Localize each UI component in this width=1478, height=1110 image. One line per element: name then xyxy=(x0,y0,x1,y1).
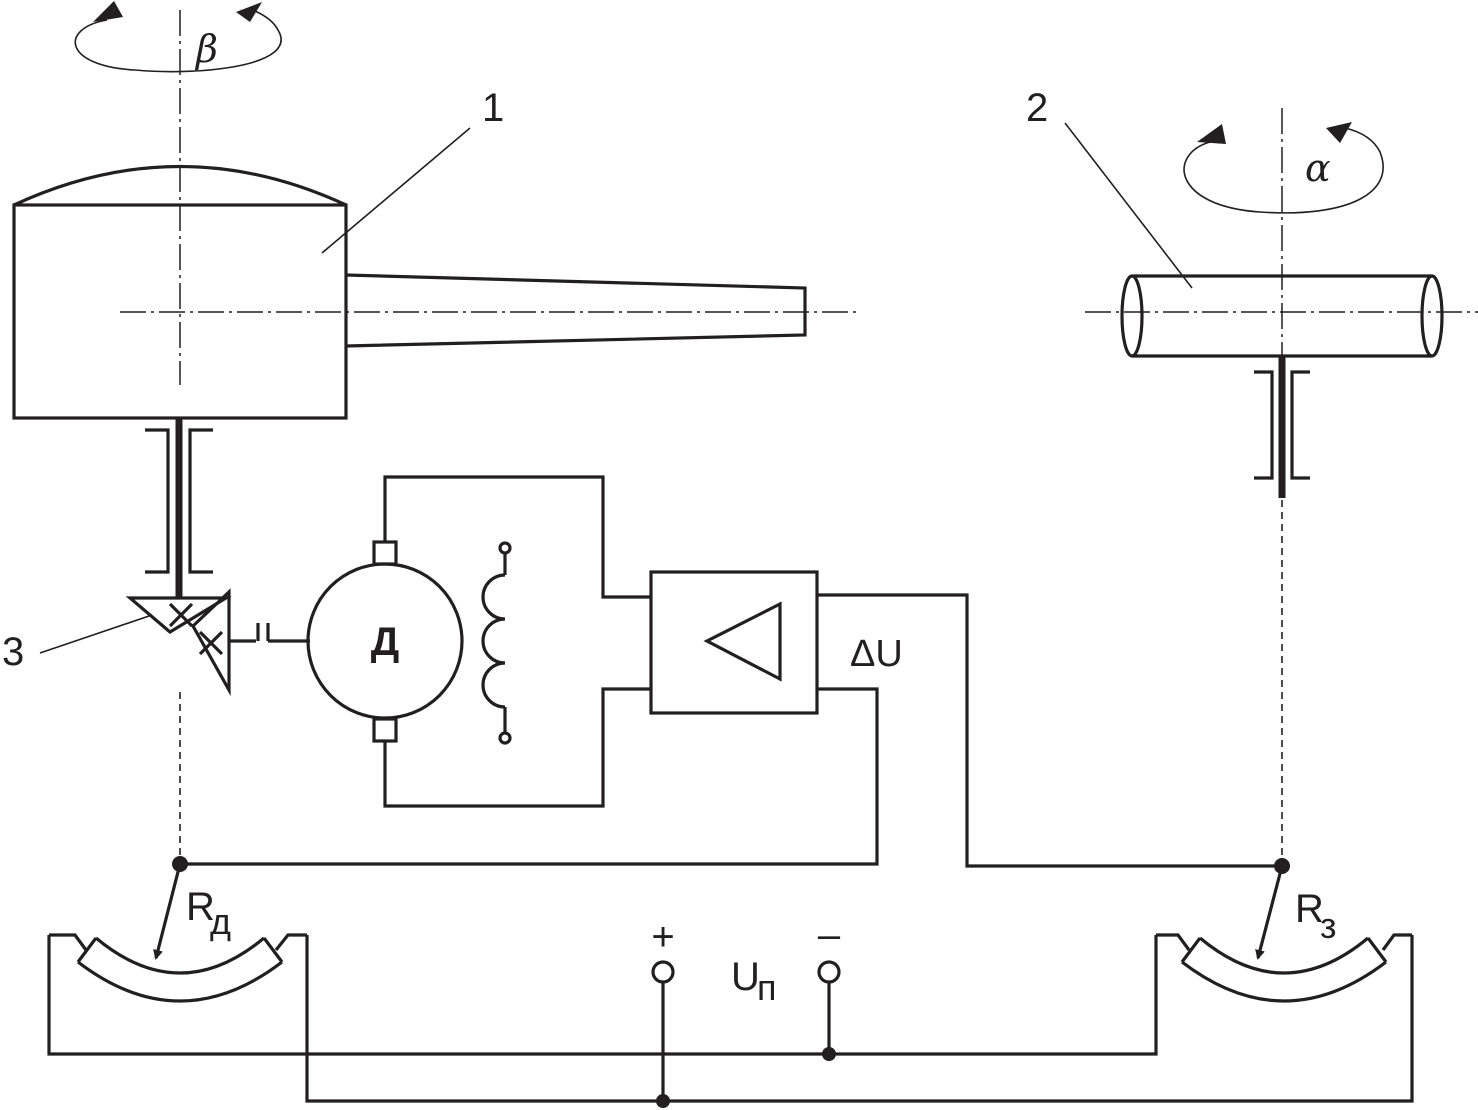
sensor-potentiometer xyxy=(49,863,307,1003)
left-shaft-bearing xyxy=(145,418,213,598)
shaft-coupling xyxy=(229,623,310,643)
part-1-callout: 1 xyxy=(321,86,504,254)
bevel-gear-pair xyxy=(125,588,232,697)
supply-terminals: + – U п xyxy=(651,913,841,1008)
r-z-sub: з xyxy=(1320,905,1337,946)
part-2-label: 2 xyxy=(1026,86,1048,130)
part-2-callout: 2 xyxy=(1026,86,1193,289)
minus-label: – xyxy=(818,913,841,957)
rotation-alpha-icon: α xyxy=(1183,122,1384,214)
right-shaft-bearing xyxy=(1254,356,1310,498)
r-z-main: R xyxy=(1295,887,1324,931)
part-1-label: 1 xyxy=(482,86,504,130)
wiring xyxy=(47,475,1414,1108)
amplifier xyxy=(649,570,819,715)
u-p-main: U xyxy=(731,955,760,999)
part-3-callout: 3 xyxy=(2,614,153,674)
plus-terminal xyxy=(651,960,675,984)
motor-label: Д xyxy=(371,620,400,664)
r-d-label: R д xyxy=(186,885,231,942)
motor: Д xyxy=(306,540,464,743)
field-winding-icon xyxy=(481,541,512,745)
minus-terminal xyxy=(817,960,841,984)
u-p-sub: п xyxy=(757,967,777,1008)
part-3-label: 3 xyxy=(2,630,24,674)
r-d-sub: д xyxy=(210,901,231,942)
delta-u-label: ΔU xyxy=(850,633,903,675)
angle-alpha-label: α xyxy=(1305,146,1331,190)
antenna-body xyxy=(12,165,807,420)
plus-label: + xyxy=(651,915,674,959)
angle-beta-label: β xyxy=(194,27,218,71)
r-d-main: R xyxy=(186,885,215,929)
rotation-beta-icon: β xyxy=(74,1,282,73)
axis-lines xyxy=(120,10,1478,385)
r-z-label: R з xyxy=(1295,887,1337,946)
setpoint-potentiometer xyxy=(1156,865,1412,1003)
